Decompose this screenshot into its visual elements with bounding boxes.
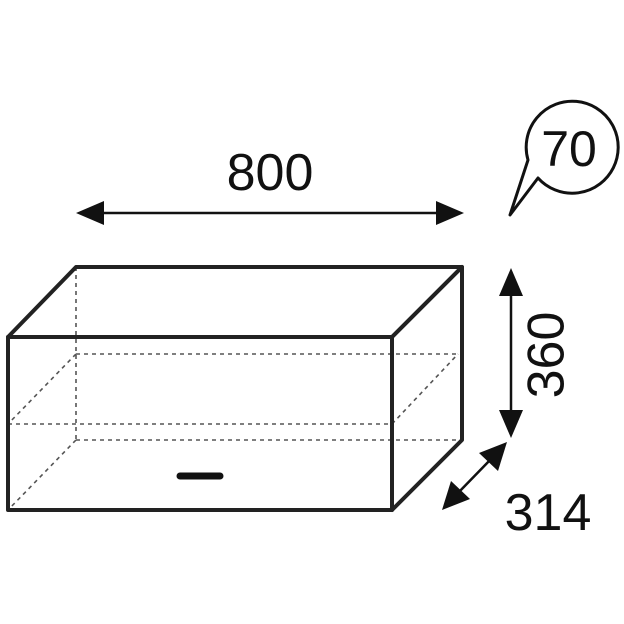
depth-arrow-upper [479, 442, 507, 471]
height-arrow-top [499, 268, 523, 296]
width-label: 800 [227, 144, 314, 202]
hidden-edge-shelf-right [391, 353, 459, 425]
hidden-edge-shelf-left [7, 353, 77, 425]
hidden-edge-bottom-diagonal [7, 439, 77, 511]
width-dimension: 800 [76, 144, 464, 225]
width-arrow-left [76, 201, 104, 225]
cabinet-front-face [6, 335, 394, 512]
depth-dimension-line [456, 457, 493, 495]
width-arrow-right [436, 201, 464, 225]
badge-label: 70 [541, 121, 597, 177]
depth-dimension: 314 [442, 442, 591, 542]
cabinet-box [6, 265, 464, 512]
badge: 70 [508, 99, 620, 217]
height-dimension: 360 [499, 268, 576, 438]
height-arrow-bottom [499, 410, 523, 438]
height-label: 360 [518, 312, 576, 399]
depth-arrow-lower [442, 481, 470, 510]
cabinet-right-face [390, 265, 464, 512]
badge-bubble [508, 99, 620, 217]
depth-label: 314 [505, 484, 592, 542]
